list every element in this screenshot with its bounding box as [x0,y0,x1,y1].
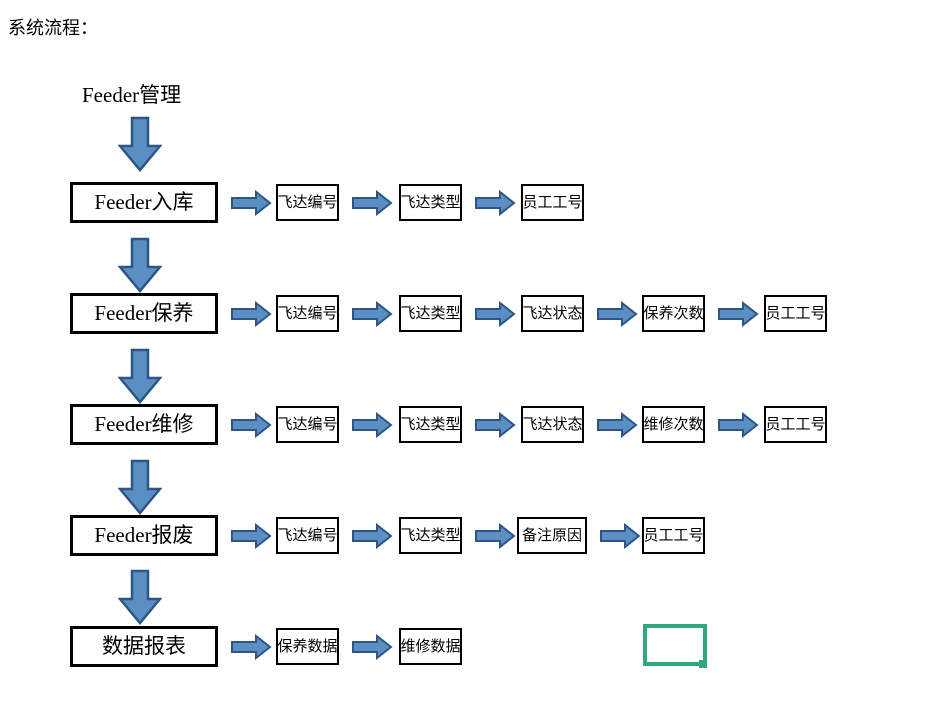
page-title: 系统流程： [8,18,98,39]
field-box[interactable]: 员工工号 [642,517,705,554]
field-box[interactable]: 飞达状态 [521,295,584,332]
arrow-down-icon [118,569,162,625]
arrow-right-icon [230,523,272,549]
arrow-right-icon [351,412,393,438]
arrow-right-icon [596,412,638,438]
field-box[interactable]: 保养数据 [276,628,339,665]
arrow-down-icon [118,116,162,172]
field-box[interactable]: 飞达类型 [399,517,462,554]
field-box[interactable]: 飞达类型 [399,184,462,221]
arrow-down-icon [118,348,162,404]
stage-box-feeder-weixiu[interactable]: Feeder维修 [70,404,218,445]
field-box[interactable]: 飞达编号 [276,406,339,443]
arrow-right-icon [474,301,516,327]
arrow-right-icon [474,523,516,549]
field-box[interactable]: 维修数据 [399,628,462,665]
selected-empty-shape[interactable] [643,624,707,666]
arrow-down-icon [118,459,162,515]
arrow-right-icon [351,523,393,549]
arrow-right-icon [351,634,393,660]
field-box[interactable]: 飞达类型 [399,295,462,332]
field-box[interactable]: 维修次数 [642,406,705,443]
field-box[interactable]: 保养次数 [642,295,705,332]
stage-box-shuju-baobiao[interactable]: 数据报表 [70,626,218,667]
arrow-right-icon [596,301,638,327]
field-box[interactable]: 员工工号 [764,406,827,443]
arrow-right-icon [230,634,272,660]
arrow-right-icon [351,190,393,216]
arrow-right-icon [717,301,759,327]
arrow-down-icon [118,237,162,293]
field-box[interactable]: 员工工号 [764,295,827,332]
stage-box-feeder-baoyang[interactable]: Feeder保养 [70,293,218,334]
field-box[interactable]: 飞达状态 [521,406,584,443]
arrow-right-icon [599,523,641,549]
arrow-right-icon [230,412,272,438]
field-box[interactable]: 飞达编号 [276,295,339,332]
field-box[interactable]: 飞达类型 [399,406,462,443]
arrow-right-icon [474,190,516,216]
arrow-right-icon [351,301,393,327]
field-box[interactable]: 飞达编号 [276,184,339,221]
field-box[interactable]: 备注原因 [517,517,587,554]
arrow-right-icon [717,412,759,438]
stage-box-feeder-baofei[interactable]: Feeder报废 [70,515,218,556]
field-box[interactable]: 飞达编号 [276,517,339,554]
stage-box-feeder-ruku[interactable]: Feeder入库 [70,182,218,223]
root-node-label: Feeder管理 [82,83,182,107]
selection-resize-handle[interactable] [699,660,707,668]
arrow-right-icon [230,301,272,327]
arrow-right-icon [230,190,272,216]
arrow-right-icon [474,412,516,438]
field-box[interactable]: 员工工号 [521,184,584,221]
